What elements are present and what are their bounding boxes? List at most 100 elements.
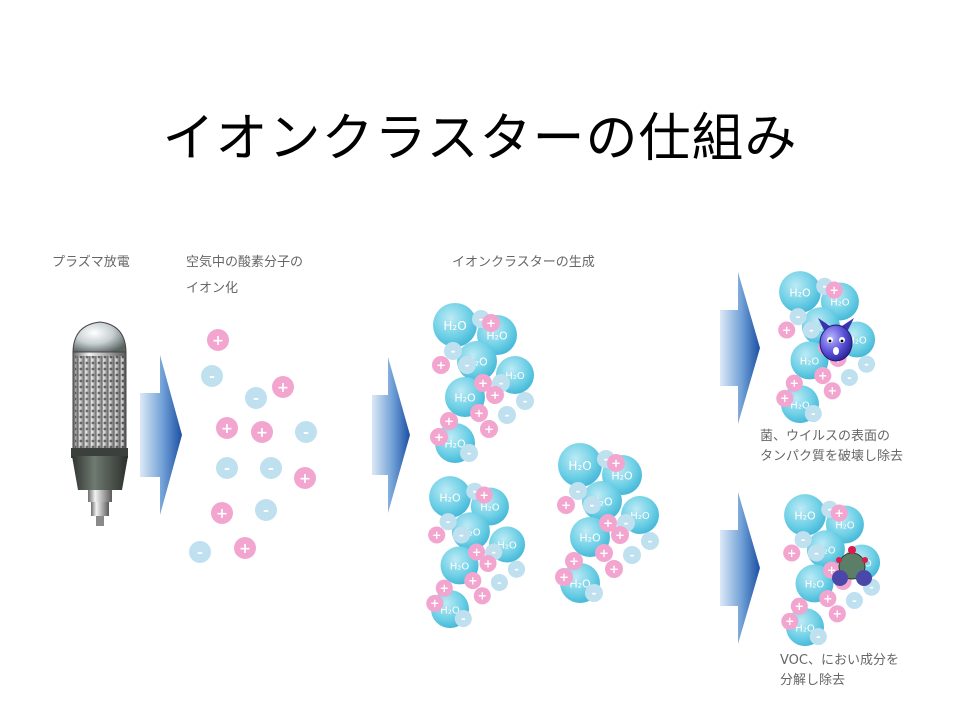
positive-ion: +	[432, 356, 450, 374]
svg-text:+: +	[472, 546, 481, 559]
negative-ion: -	[452, 526, 470, 544]
water-molecule: H₂O	[433, 303, 477, 347]
svg-text:+: +	[782, 324, 791, 337]
negative-ion: -	[260, 457, 282, 479]
svg-text:+: +	[239, 541, 251, 557]
svg-text:+: +	[221, 421, 233, 437]
positive-ion: +	[819, 590, 837, 608]
svg-text:+: +	[609, 562, 619, 576]
svg-text:+: +	[478, 590, 487, 603]
svg-text:+: +	[561, 498, 571, 512]
negative-ion: -	[789, 308, 807, 326]
svg-text:H₂O: H₂O	[835, 521, 855, 532]
svg-text:+: +	[603, 516, 613, 530]
positive-ion: +	[272, 376, 294, 398]
svg-text:+: +	[559, 570, 569, 584]
svg-text:H₂O: H₂O	[444, 437, 466, 450]
positive-ion: +	[828, 605, 846, 623]
svg-text:-: -	[253, 391, 259, 407]
svg-text:H₂O: H₂O	[611, 469, 633, 482]
svg-text:H₂O: H₂O	[569, 577, 591, 590]
svg-text:-: -	[263, 503, 269, 519]
svg-text:-: -	[648, 534, 653, 548]
svg-text:-: -	[630, 548, 635, 562]
svg-text:+: +	[432, 529, 441, 542]
svg-text:-: -	[479, 312, 484, 326]
removal-result-area: H₂OH₂OH₂OH₂OH₂OH₂O-+-+-+-+-++-+-+H₂OH₂OH…	[776, 271, 881, 647]
svg-text:+: +	[833, 608, 842, 621]
svg-text:+: +	[835, 507, 844, 520]
negative-ion: -	[189, 541, 211, 563]
negative-ion: -	[845, 591, 863, 610]
svg-text:+: +	[474, 406, 484, 420]
svg-text:+: +	[611, 456, 621, 470]
ionization-area: +-+-++---++-+-	[189, 329, 317, 563]
water-molecule: H₂O	[558, 443, 602, 487]
svg-text:+: +	[430, 597, 439, 610]
negative-ion: -	[444, 342, 462, 360]
svg-text:+: +	[490, 388, 500, 402]
svg-text:H₂O: H₂O	[568, 459, 591, 473]
svg-text:-: -	[472, 485, 477, 498]
svg-text:-: -	[604, 452, 609, 466]
svg-text:-: -	[446, 516, 451, 529]
negative-ion: -	[585, 584, 603, 602]
label-plasma-discharge: プラズマ放電	[52, 255, 130, 270]
positive-ion: +	[611, 526, 629, 544]
positive-ion: +	[823, 382, 841, 400]
svg-text:-: -	[576, 484, 581, 498]
positive-ion: +	[778, 321, 796, 339]
positive-ion: +	[426, 594, 444, 612]
svg-text:H₂O: H₂O	[497, 540, 517, 551]
svg-text:+: +	[216, 506, 228, 522]
voc-molecule-icon	[832, 546, 872, 586]
svg-text:H₂O: H₂O	[443, 319, 466, 333]
svg-text:+: +	[569, 554, 579, 568]
svg-text:-: -	[869, 581, 874, 594]
svg-text:-: -	[209, 369, 215, 385]
svg-text:H₂O: H₂O	[486, 329, 508, 342]
svg-text:H₂O: H₂O	[790, 400, 810, 411]
svg-text:+: +	[795, 600, 804, 613]
svg-text:+: +	[484, 422, 494, 436]
negative-ion: -	[623, 546, 641, 564]
svg-text:H₂O: H₂O	[795, 623, 815, 634]
positive-ion: +	[557, 496, 575, 514]
positive-ion: +	[211, 502, 233, 524]
svg-text:+: +	[787, 547, 796, 560]
label-ionization-line1: 空気中の酸素分子の	[186, 255, 304, 270]
svg-text:H₂O: H₂O	[454, 391, 476, 404]
positive-ion: +	[595, 544, 613, 562]
positive-ion: +	[599, 514, 617, 532]
label-bacteria-line2: タンパク質を破壊し除去	[760, 449, 904, 464]
svg-text:-: -	[497, 576, 502, 589]
svg-text:H₂O: H₂O	[450, 562, 470, 573]
negative-ion: -	[490, 573, 508, 592]
svg-text:+: +	[830, 284, 839, 297]
svg-text:-: -	[505, 408, 510, 422]
arrow-icon	[140, 355, 182, 515]
svg-text:+: +	[478, 376, 488, 390]
svg-text:+: +	[256, 425, 268, 441]
positive-ion: +	[430, 428, 448, 446]
svg-text:-: -	[467, 446, 472, 460]
positive-ion: +	[785, 374, 803, 392]
svg-text:H₂O: H₂O	[579, 531, 601, 544]
negative-ion: -	[507, 560, 526, 578]
ion-generator-device	[71, 321, 128, 526]
svg-text:-: -	[814, 547, 819, 560]
svg-text:+: +	[790, 377, 799, 390]
svg-text:+: +	[440, 582, 449, 595]
negative-ion: -	[498, 406, 516, 424]
svg-text:-: -	[847, 371, 852, 384]
negative-ion: -	[458, 356, 476, 374]
negative-ion: -	[569, 482, 587, 500]
negative-ion: -	[583, 496, 601, 514]
positive-ion: +	[468, 543, 486, 561]
svg-text:-: -	[809, 324, 814, 337]
water-molecule: H₂O	[784, 494, 826, 536]
label-voc-line2: 分解し除去	[780, 673, 846, 688]
arrow-icon	[720, 492, 760, 644]
negative-ion: -	[216, 457, 238, 479]
negative-ion: -	[804, 405, 822, 423]
